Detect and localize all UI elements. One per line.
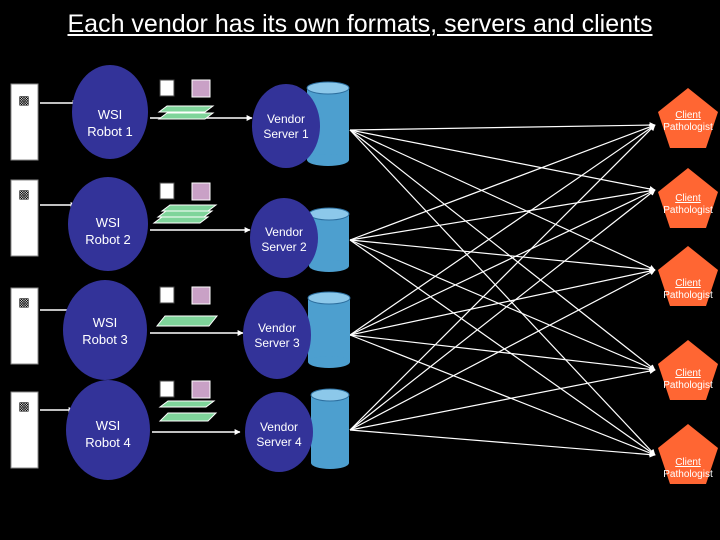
connection-s4-c3 (349, 269, 656, 431)
server-1-label-1: Vendor (267, 112, 305, 126)
connection-s1-c2 (349, 129, 656, 192)
client-pathologist-1[interactable]: Client Pathologist (658, 88, 718, 148)
vendor-server-4[interactable]: Vendor Server 4 (245, 388, 350, 472)
connection-s4-c1 (349, 124, 656, 431)
server-4-label-2: Server 4 (256, 435, 302, 449)
server-3-label-2: Server 3 (254, 336, 300, 350)
connection-s2-c5 (349, 239, 656, 456)
client-2-label-2: Pathologist (663, 205, 713, 216)
client-pathologist-4[interactable]: Client Pathologist (658, 340, 718, 400)
slide-rack-2: ▩ (10, 179, 39, 257)
server-2-label-2: Server 2 (261, 240, 307, 254)
connection-s2-c4 (349, 239, 656, 371)
wsi-robot-1[interactable]: WSI Robot 1 (72, 65, 148, 159)
client-5-label-2: Pathologist (663, 469, 713, 480)
svg-text:▩: ▩ (18, 399, 29, 413)
slide-rack-3: ▩ (10, 287, 39, 365)
slide-images-1 (157, 79, 215, 120)
vendor-server-3[interactable]: Vendor Server 3 (243, 291, 351, 379)
robot-4-label-1: WSI (96, 418, 121, 433)
slide-images-2 (152, 182, 218, 224)
connection-s3-c1 (349, 124, 656, 336)
client-3-label-2: Pathologist (663, 290, 713, 301)
server-4-label-1: Vendor (260, 420, 298, 434)
robot-1-label-1: WSI (98, 107, 123, 122)
slide-rack-1: ▩ (10, 83, 39, 161)
slide-images-3 (155, 286, 219, 327)
wsi-robot-3[interactable]: WSI Robot 3 (63, 280, 147, 380)
robot-1-label-2: Robot 1 (87, 124, 133, 139)
wsi-robot-4[interactable]: WSI Robot 4 (66, 380, 150, 480)
svg-text:▩: ▩ (18, 93, 29, 107)
robot-3-label-1: WSI (93, 315, 118, 330)
connection-s4-c4 (349, 368, 656, 431)
slide-images-4 (158, 380, 218, 422)
client-pathologist-2[interactable]: Client Pathologist (658, 168, 718, 228)
server-3-label-1: Vendor (258, 321, 296, 335)
vendor-server-1[interactable]: Vendor Server 1 (252, 81, 350, 168)
connection-s2-c3 (349, 239, 656, 273)
robot-4-label-2: Robot 4 (85, 435, 131, 450)
connection-s3-c5 (349, 334, 656, 456)
client-1-label-2: Pathologist (663, 122, 713, 133)
connection-s3-c2 (349, 189, 656, 336)
connection-s4-c2 (349, 189, 656, 431)
server-1-label-2: Server 1 (263, 127, 309, 141)
connection-s2-c1 (349, 124, 656, 241)
connection-s3-c4 (349, 334, 656, 373)
client-5-label-1[interactable]: Client (675, 457, 701, 468)
vendor-server-2[interactable]: Vendor Server 2 (250, 198, 350, 278)
connection-s2-c2 (349, 187, 656, 241)
slide-title: Each vendor has its own formats, servers… (67, 10, 653, 38)
robot-3-label-2: Robot 3 (82, 332, 128, 347)
client-pathologist-3[interactable]: Client Pathologist (658, 246, 718, 306)
connection-s1-c1 (349, 122, 656, 131)
svg-text:▩: ▩ (18, 295, 29, 309)
connection-s4-c5 (349, 429, 656, 458)
server-client-connections (349, 122, 656, 458)
connection-s1-c3 (349, 129, 656, 271)
connection-s1-c4 (349, 129, 656, 371)
robot-2-label-1: WSI (96, 215, 121, 230)
client-pathologist-5[interactable]: Client Pathologist (658, 424, 718, 484)
client-3-label-1[interactable]: Client (675, 278, 701, 289)
client-4-label-2: Pathologist (663, 380, 713, 391)
client-2-label-1[interactable]: Client (675, 193, 701, 204)
robot-2-label-2: Robot 2 (85, 232, 131, 247)
wsi-robot-2[interactable]: WSI Robot 2 (68, 177, 148, 271)
client-1-label-1[interactable]: Client (675, 110, 701, 121)
connection-s1-c5 (349, 129, 656, 456)
server-2-label-1: Vendor (265, 225, 303, 239)
connection-s3-c3 (349, 268, 656, 336)
slide-rack-4: ▩ (10, 391, 39, 469)
client-4-label-1[interactable]: Client (675, 368, 701, 379)
svg-text:▩: ▩ (18, 187, 29, 201)
